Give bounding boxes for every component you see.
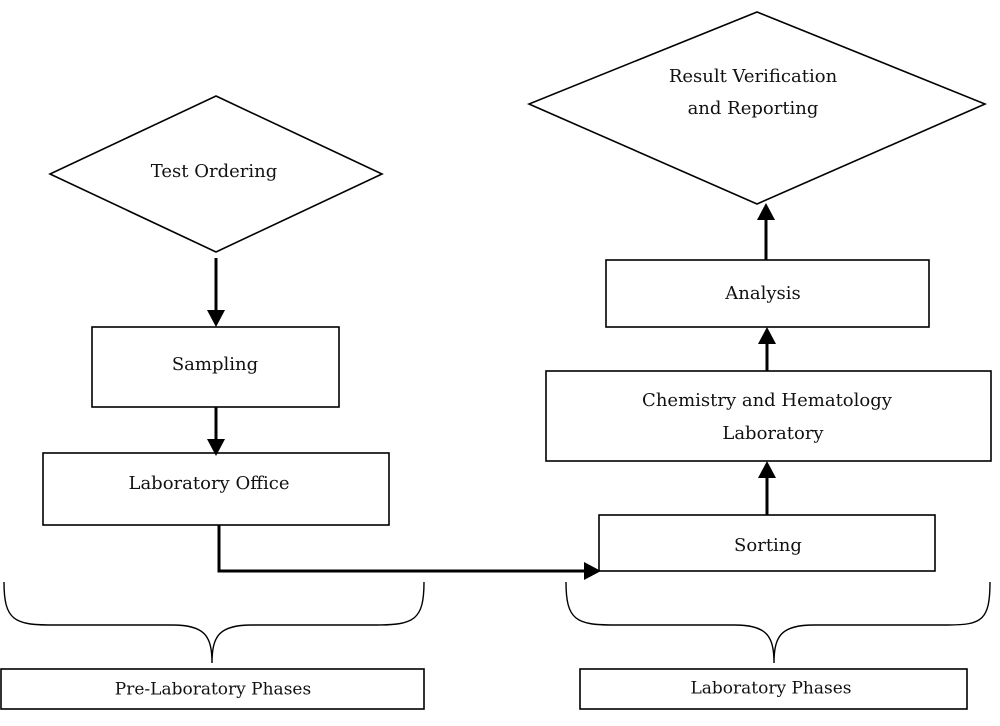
pre-laboratory-brace	[3, 581, 425, 664]
result-verification-diamond	[526, 11, 988, 205]
sampling-label: Sampling	[172, 354, 258, 375]
arrowhead-analysis	[758, 327, 776, 344]
laboratory-phases-box	[579, 668, 968, 710]
analysis-box	[605, 259, 930, 328]
laboratory-office-box	[42, 452, 390, 526]
arrowhead-laboratory-office	[207, 439, 225, 456]
arrow-laboratory-office-to-sorting	[217, 525, 586, 573]
chemistry-hematology-label-line2: Laboratory	[722, 423, 824, 444]
sorting-box	[598, 514, 936, 572]
sorting-label: Sorting	[734, 535, 802, 556]
arrowhead-result-verification	[757, 203, 775, 220]
pre-laboratory-phases-label: Pre-Laboratory Phases	[115, 680, 311, 700]
result-verification-label-line2: and Reporting	[688, 98, 819, 119]
laboratory-office-label: Laboratory Office	[129, 473, 290, 494]
pre-laboratory-phases-box	[0, 668, 425, 710]
chemistry-hematology-label-line1: Chemistry and Hematology	[642, 390, 893, 411]
laboratory-phases-label: Laboratory Phases	[690, 679, 851, 699]
laboratory-brace	[565, 581, 991, 664]
arrowhead-sorting	[584, 562, 601, 580]
result-verification-label-line1: Result Verification	[669, 66, 838, 87]
arrowhead-sampling	[207, 310, 225, 327]
sampling-box	[91, 326, 340, 408]
chemistry-hematology-box	[545, 370, 992, 462]
test-ordering-label: Test Ordering	[151, 161, 277, 182]
test-ordering-diamond	[48, 95, 384, 253]
arrowhead-chemistry-hematology	[758, 461, 776, 478]
analysis-label: Analysis	[724, 283, 800, 304]
